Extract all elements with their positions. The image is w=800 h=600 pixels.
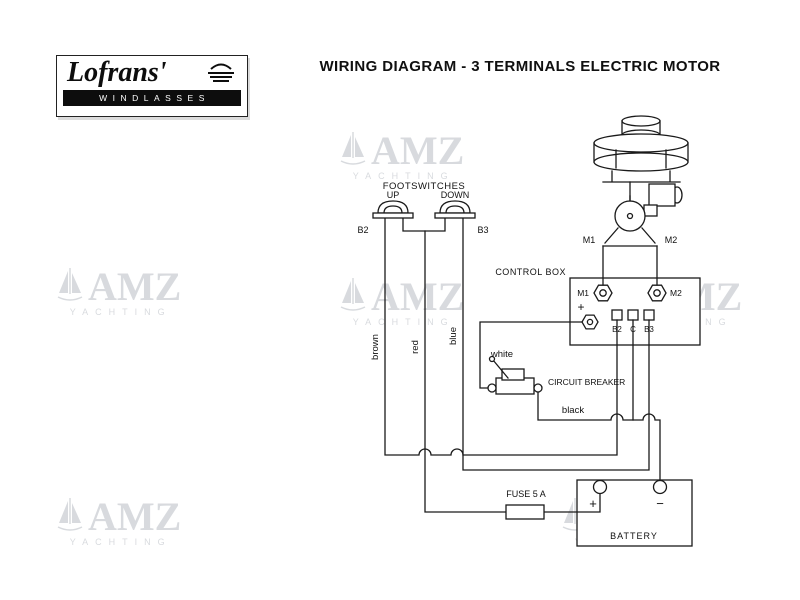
fuse <box>505 504 545 520</box>
page-title: WIRING DIAGRAM - 3 TERMINALS ELECTRIC MO… <box>319 58 721 75</box>
motor-m2-label: M2 <box>665 235 678 245</box>
footswitch-up <box>372 200 414 219</box>
box-b2-label: B2 <box>612 325 622 334</box>
terminal-c <box>627 309 639 321</box>
wire-label-black: black <box>562 405 584 416</box>
circuit-breaker-label: CIRCUIT BREAKER <box>548 377 625 387</box>
box-b3-label: B3 <box>644 325 654 334</box>
footswitch-b2-label: B2 <box>357 225 368 235</box>
box-m2-label: M2 <box>670 288 682 298</box>
up-label: UP <box>387 190 400 200</box>
terminal-b2 <box>611 309 623 321</box>
circuit-breaker <box>487 355 543 395</box>
fuse-label: FUSE 5 A <box>506 489 546 499</box>
wire-label-white: white <box>490 349 513 360</box>
battery-plus-label: + <box>589 496 597 511</box>
lofrans-logo: Lofrans' WINDLASSES <box>56 55 248 117</box>
box-m1-label: M1 <box>577 288 589 298</box>
motor <box>602 195 658 247</box>
wire-label-brown: brown <box>370 334 381 360</box>
wire-brown <box>384 217 618 456</box>
battery-minus-terminal <box>652 479 668 495</box>
windlass-drawing <box>593 115 689 207</box>
footswitches-label: FOOTSWITCHES <box>383 181 466 192</box>
logo-brand-text: Lofrans' <box>67 57 167 88</box>
wire-label-red: red <box>410 340 421 354</box>
battery-plus-terminal <box>592 479 608 495</box>
control-box <box>569 277 701 346</box>
battery-label: BATTERY <box>610 531 658 541</box>
terminal-b3 <box>643 309 655 321</box>
terminal-m1 <box>593 284 613 302</box>
wire-motor-m1-m2 <box>602 245 658 286</box>
wire-blue <box>462 217 650 471</box>
terminal-plus <box>581 314 599 330</box>
logo-tagline: WINDLASSES <box>63 90 241 106</box>
down-label: DOWN <box>441 190 470 200</box>
terminal-m2 <box>647 284 667 302</box>
box-c-label: C <box>630 325 636 334</box>
wire-white <box>479 321 583 389</box>
wire-label-blue: blue <box>448 327 459 345</box>
box-plus-label: + <box>577 300 584 314</box>
wire-black <box>537 391 661 482</box>
control-box-label: CONTROL BOX <box>495 267 566 277</box>
battery-minus-label: − <box>656 496 664 511</box>
wire-red <box>402 217 601 513</box>
footswitch-b3-label: B3 <box>477 225 488 235</box>
windlass-icon <box>208 63 234 82</box>
motor-m1-label: M1 <box>583 235 596 245</box>
footswitch-down <box>434 200 476 219</box>
